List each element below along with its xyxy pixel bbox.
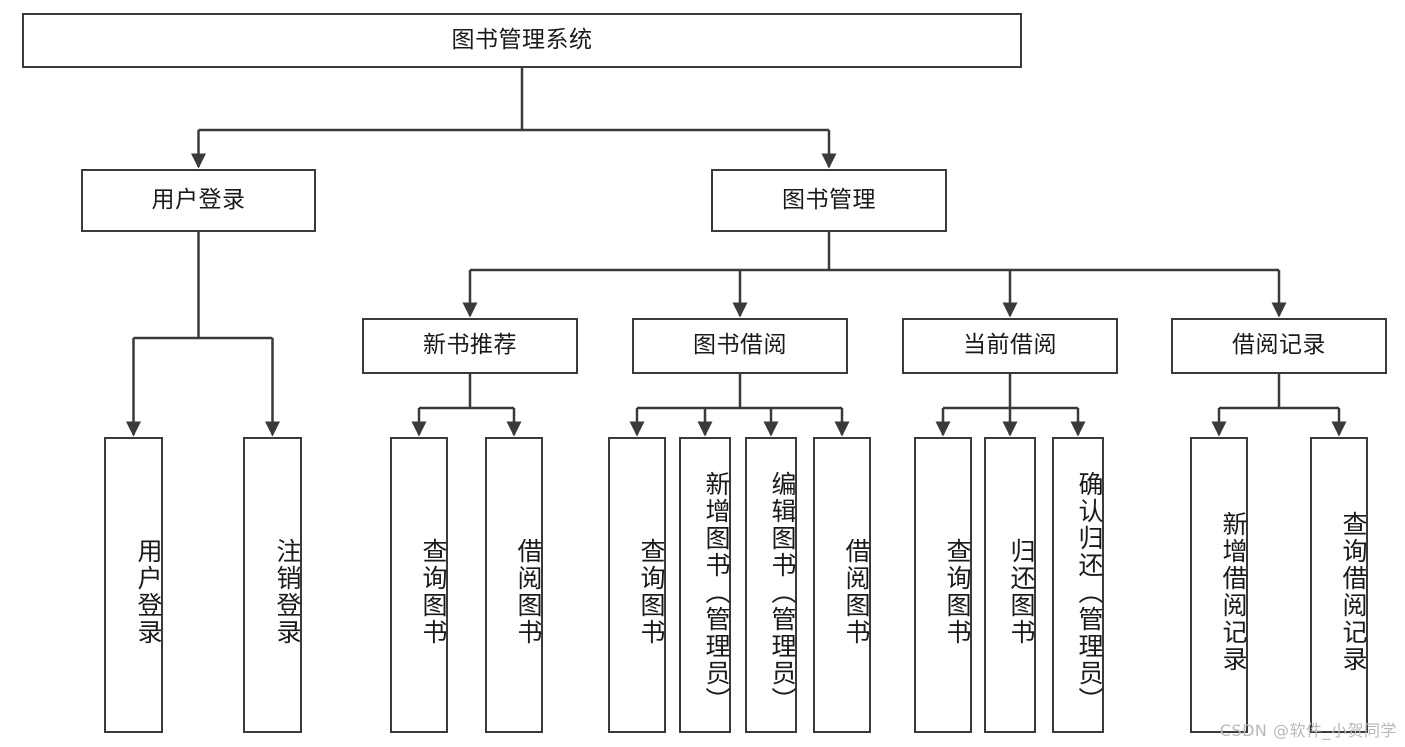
node-label: 图书借阅: [693, 332, 787, 359]
node-label: 查询图书: [419, 538, 448, 646]
node-leaf-borrow-book-1[interactable]: 借阅图书: [485, 437, 543, 733]
node-leaf-add-book[interactable]: 新增图书（管理员）: [679, 437, 731, 733]
node-book-borrow[interactable]: 图书借阅: [632, 318, 848, 374]
node-label: 图书管理系统: [451, 26, 593, 53]
node-leaf-query-book-3[interactable]: 查询图书: [914, 437, 972, 733]
node-label: 新书推荐: [423, 332, 517, 359]
node-borrow-record[interactable]: 借阅记录: [1171, 318, 1387, 374]
node-label: 借阅图书: [514, 538, 543, 646]
node-user-login[interactable]: 用户登录: [81, 169, 316, 232]
node-leaf-query-book-2[interactable]: 查询图书: [608, 437, 666, 733]
node-leaf-edit-book[interactable]: 编辑图书（管理员）: [745, 437, 797, 733]
node-new-book-rec[interactable]: 新书推荐: [362, 318, 578, 374]
node-leaf-query-book-1[interactable]: 查询图书: [390, 437, 448, 733]
node-label: 当前借阅: [963, 332, 1057, 359]
node-leaf-user-logout[interactable]: 注销登录: [243, 437, 302, 733]
node-label: 图书管理: [782, 186, 876, 213]
node-label: 新增借阅记录: [1219, 511, 1248, 673]
node-label: 借阅图书: [842, 538, 871, 646]
node-label: 编辑图书（管理员）: [768, 470, 797, 714]
node-leaf-add-record[interactable]: 新增借阅记录: [1190, 437, 1248, 733]
node-root[interactable]: 图书管理系统: [22, 13, 1022, 68]
node-label: 确认归还（管理员）: [1075, 470, 1104, 714]
node-label: 查询图书: [943, 538, 972, 646]
node-label: 新增图书（管理员）: [702, 470, 731, 714]
node-leaf-borrow-book-2[interactable]: 借阅图书: [813, 437, 871, 733]
node-leaf-query-record[interactable]: 查询借阅记录: [1310, 437, 1368, 733]
node-label: 借阅记录: [1232, 332, 1326, 359]
node-leaf-return-book[interactable]: 归还图书: [984, 437, 1036, 733]
node-label: 查询借阅记录: [1339, 511, 1368, 673]
node-label: 查询图书: [637, 538, 666, 646]
node-label: 注销登录: [273, 538, 302, 646]
node-label: 用户登录: [151, 186, 246, 213]
node-leaf-user-login[interactable]: 用户登录: [104, 437, 163, 733]
node-current-borrow[interactable]: 当前借阅: [902, 318, 1118, 374]
node-leaf-confirm-return[interactable]: 确认归还（管理员）: [1052, 437, 1104, 733]
node-book-manage[interactable]: 图书管理: [711, 169, 947, 232]
node-label: 用户登录: [134, 538, 163, 646]
node-label: 归还图书: [1007, 538, 1036, 646]
